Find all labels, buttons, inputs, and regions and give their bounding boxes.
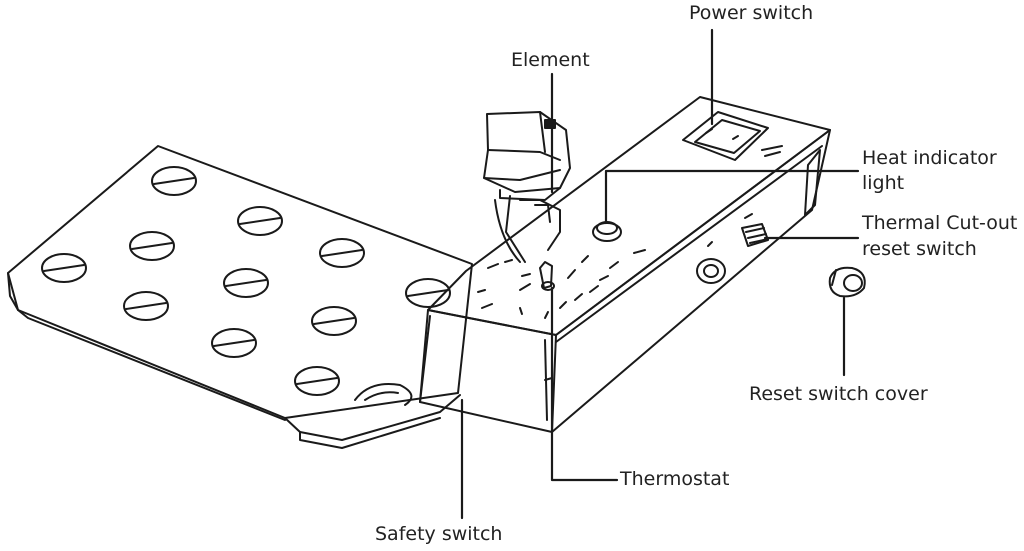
label-reset-switch-cover: Reset switch cover bbox=[749, 383, 928, 405]
plate-holes bbox=[41, 166, 451, 406]
base-plate bbox=[7, 145, 473, 449]
reset-switch-cover-part bbox=[828, 266, 866, 298]
label-thermal-cutout-line1: Thermal Cut-out bbox=[862, 212, 1018, 234]
control-box bbox=[419, 96, 831, 433]
element-knob bbox=[483, 111, 571, 263]
label-thermal-cutout-line2: reset switch bbox=[862, 238, 977, 260]
label-thermostat: Thermostat bbox=[620, 468, 730, 490]
label-heat-indicator-light-line2: light bbox=[862, 172, 905, 194]
leader-lines bbox=[460, 28, 860, 520]
label-heat-indicator-light-line1: Heat indicator bbox=[862, 147, 997, 169]
label-element: Element bbox=[511, 49, 590, 71]
label-safety-switch: Safety switch bbox=[375, 523, 503, 545]
label-power-switch: Power switch bbox=[689, 2, 814, 24]
